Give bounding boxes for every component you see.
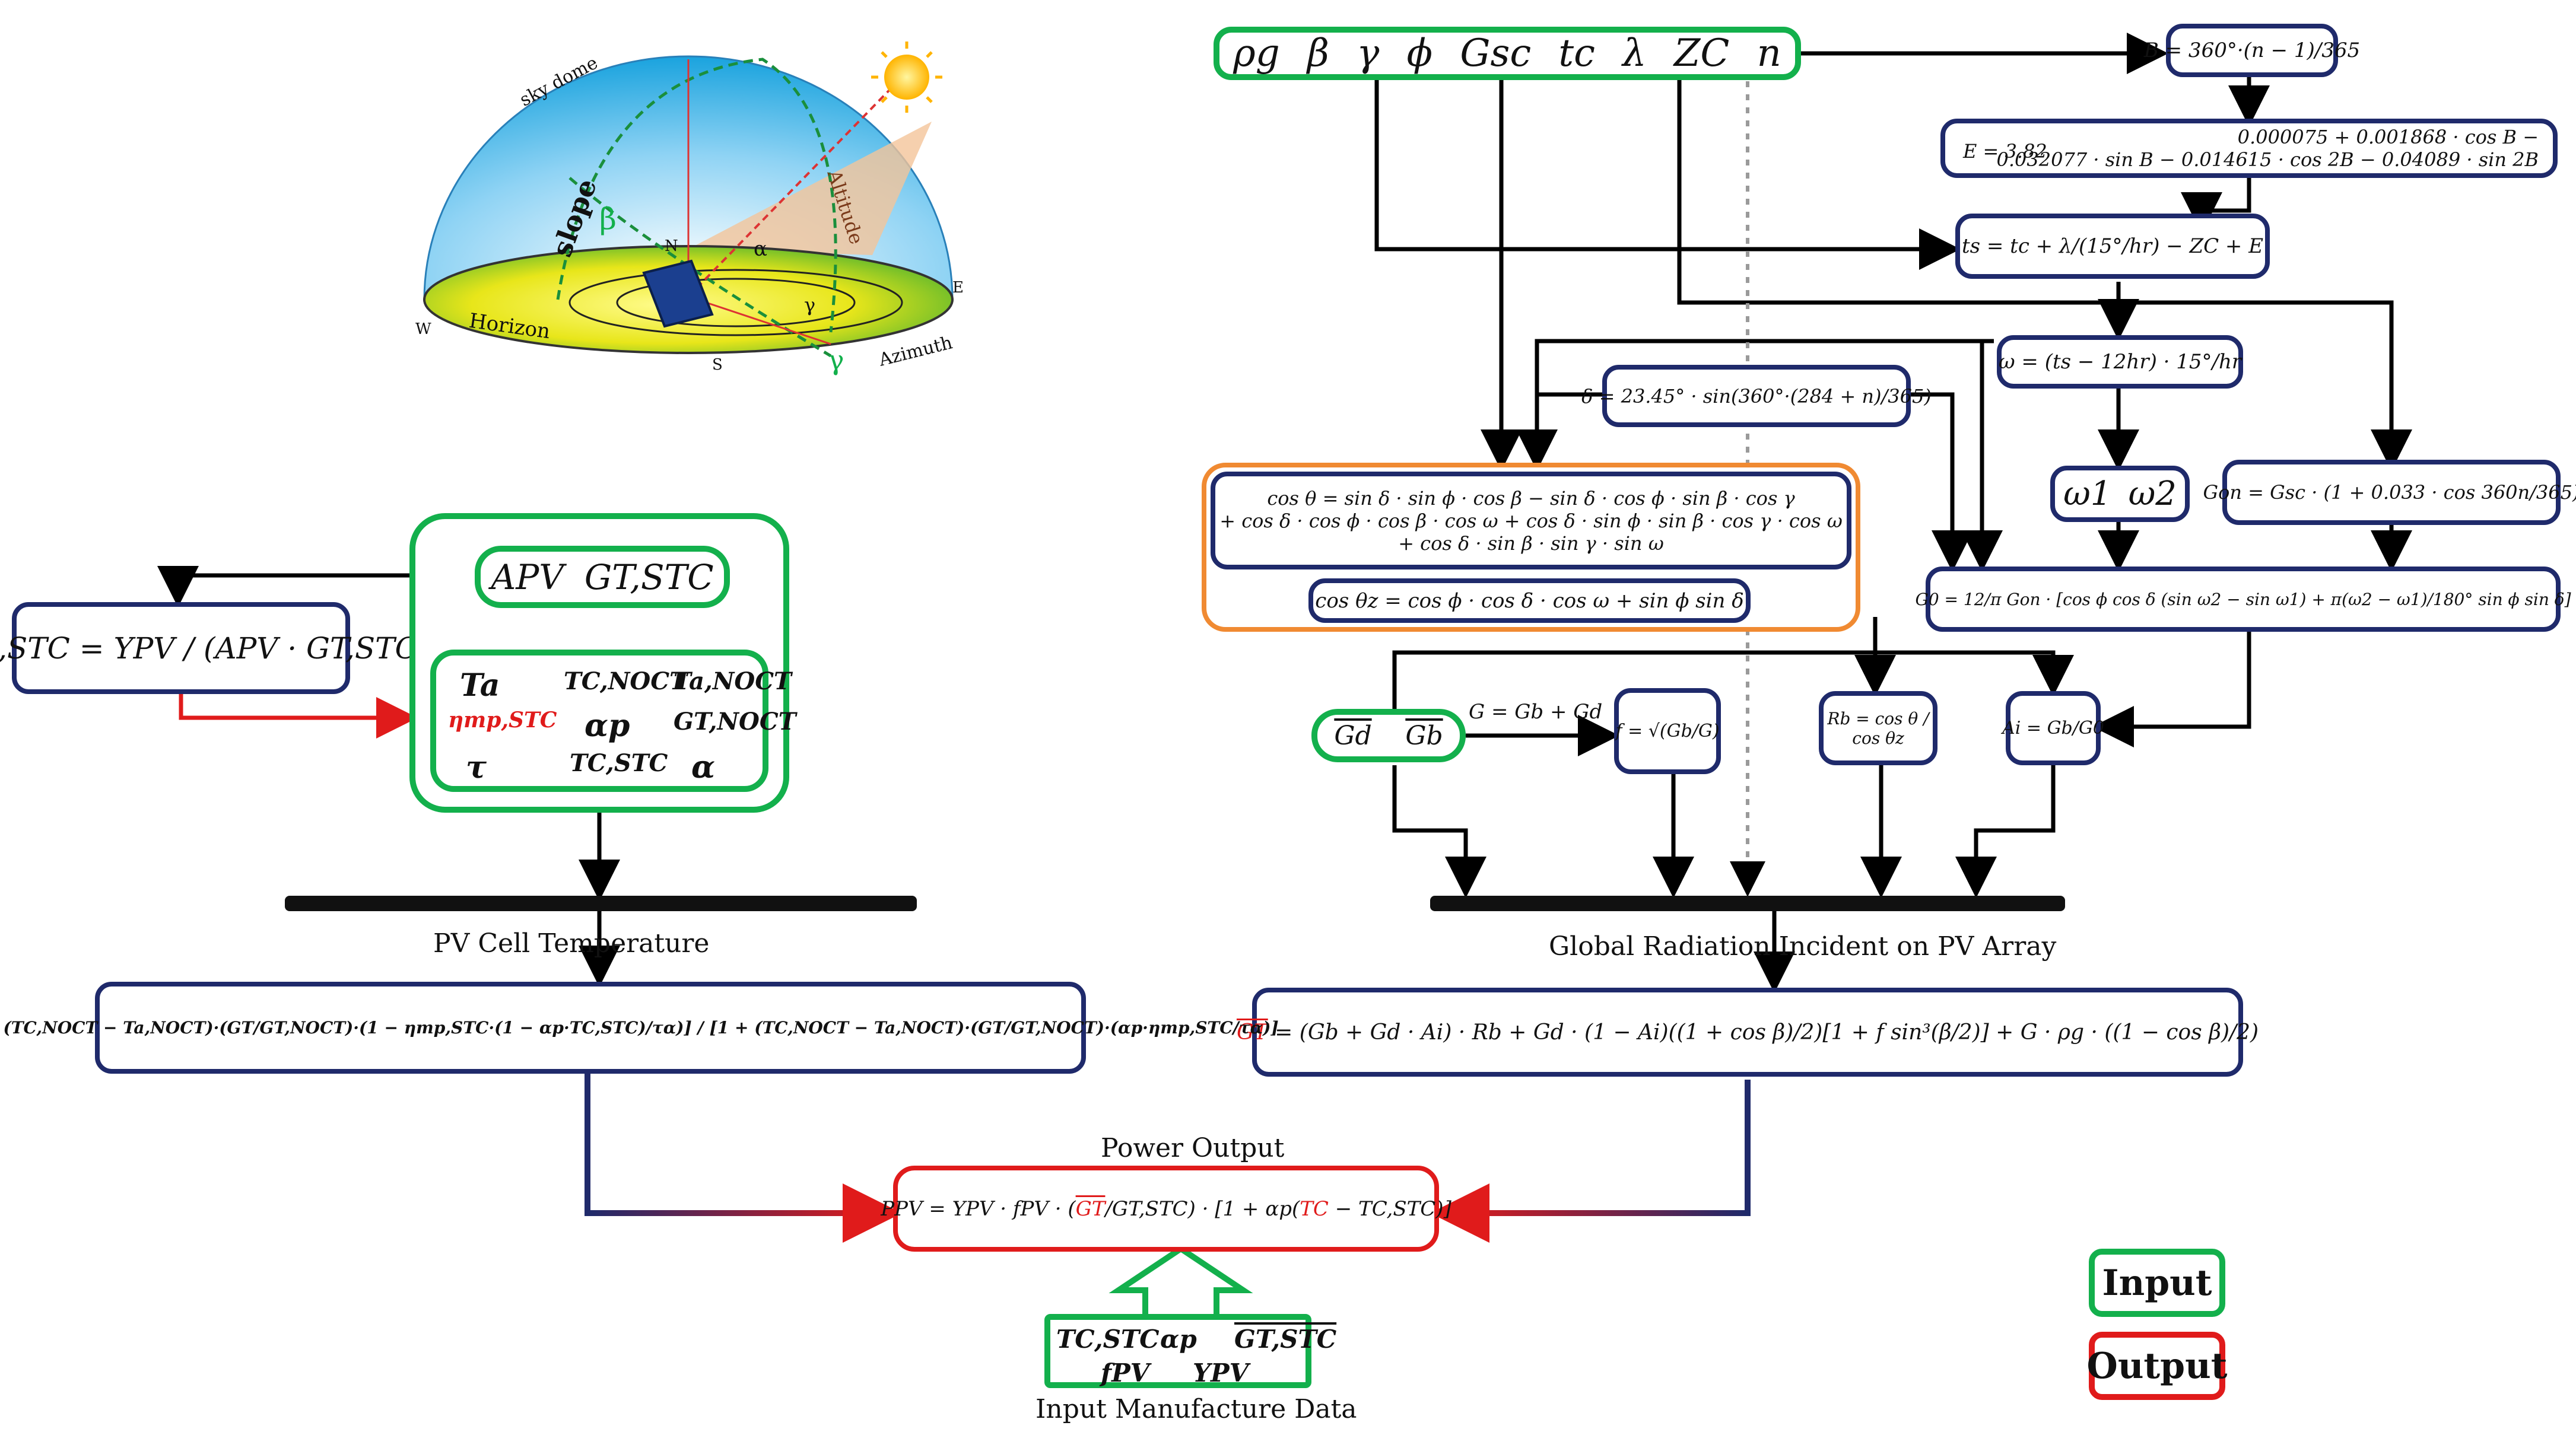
m-f-pv-symbol: fPV xyxy=(1101,1358,1150,1388)
zc-input: ZC xyxy=(1673,31,1730,75)
gon-equation: Gon = Gsc · (1 + 0.033 · cos 360n/365) xyxy=(2203,481,2576,504)
power-output-label: Power Output xyxy=(1101,1133,1285,1163)
west-label: W xyxy=(415,320,431,338)
gamma-s-label: γ xyxy=(804,294,816,316)
alpha-s-label: α xyxy=(754,237,767,261)
ts-equation-box: ts = tc + λ/(15°/hr) − ZC + E xyxy=(1955,214,2270,279)
p-equation-prefix: PPV = YPV · fPV · ( xyxy=(881,1196,1076,1221)
power-output-equation-box: PPV = YPV · fPV · (GT/GT,STC) · [1 + αp(… xyxy=(881,1166,1451,1252)
legend-output-label: Output xyxy=(2086,1345,2228,1387)
b-equation: B = 360°·(n − 1)/365 xyxy=(2143,39,2361,62)
cos-theta-line3: + cos δ · sin β · sin γ · sin ω xyxy=(1398,532,1664,555)
m-y-pv-symbol: YPV xyxy=(1193,1358,1249,1388)
ts-equation: ts = tc + λ/(15°/hr) − ZC + E xyxy=(1961,234,2264,258)
cos-thetaz-equation-box: cos θz = cos ϕ · cos δ · cos ω + sin ϕ s… xyxy=(1308,578,1751,623)
legend-input-label: Input xyxy=(2102,1262,2212,1304)
b-equation-box: B = 360°·(n − 1)/365 xyxy=(2144,24,2360,77)
tc-stc-symbol: TC,STC xyxy=(570,749,668,777)
gt-equation-box: GT = (Gb + Gd · Ai) · Rb + Gd · (1 − Ai)… xyxy=(1237,988,2259,1077)
cos-theta-equation-box: cos θ = sin δ · sin ϕ · cos β − sin δ · … xyxy=(1211,472,1851,569)
north-label: N xyxy=(665,237,678,255)
lambda-input: λ xyxy=(1622,31,1647,75)
beta-input: β xyxy=(1307,31,1329,75)
g-sum-equation: G = Gb + Gd xyxy=(1469,700,1603,724)
radiation-summing-bar xyxy=(1430,896,2065,911)
m-tc-stc-symbol: TC,STC xyxy=(1056,1325,1160,1354)
tc-equation-box: Tc = [Ta + (TC,NOCT − Ta,NOCT)·(GT/GT,NO… xyxy=(0,982,1279,1074)
f-equation-box: f = √(Gb/G) xyxy=(1614,688,1721,774)
cos-theta-line1: cos θ = sin δ · sin ϕ · cos β − sin δ · … xyxy=(1267,486,1795,510)
gt-noct-symbol: GT,NOCT xyxy=(674,708,796,736)
gamma-angle-label: γ xyxy=(828,344,844,376)
manufacture-data-inputs: TC,STC αp GT,STC fPV YPV xyxy=(1044,1314,1336,1388)
east-label: E xyxy=(952,279,964,297)
thermal-inputs: Ta TC,NOCT Ta,NOCT ηmp,STC αp GT,NOCT τ … xyxy=(430,650,796,792)
eta-mp-stc-symbol: ηmp,STC xyxy=(448,708,557,733)
temperature-summing-bar xyxy=(285,896,917,911)
global-radiation-label: Global Radiation Incident on PV Array xyxy=(1549,931,2057,962)
rb-equation-box: Rb = cos θ / cos θz xyxy=(1819,691,1937,765)
ai-equation: Ai = Gb/G0 xyxy=(2002,718,2104,739)
p-equation-suffix: − TC,STC)] xyxy=(1328,1196,1451,1221)
tc-noct-symbol: TC,NOCT xyxy=(564,667,687,695)
delta-equation-box: δ = 23.45° · sin(360°·(284 + n)/365) xyxy=(1581,365,1932,427)
p-equation-mid: /GT,STC) · [1 + αp( xyxy=(1105,1196,1300,1221)
tau-symbol: τ xyxy=(466,749,487,785)
g-t-stc-symbol: GT,STC xyxy=(584,556,714,597)
m-alpha-p-symbol: αp xyxy=(1160,1325,1197,1354)
gd-symbol: Gd xyxy=(1334,720,1372,751)
ta-noct-symbol: Ta,NOCT xyxy=(674,667,792,695)
omega-equation-box: ω = (ts − 12hr) · 15°/hr xyxy=(1997,335,2243,389)
f-equation: f = √(Gb/G) xyxy=(1615,721,1720,742)
area-irradiance-inputs: APV GT,STC xyxy=(475,546,730,608)
gamma-input: γ xyxy=(1357,31,1380,75)
rho-g-input: ρg xyxy=(1233,31,1280,75)
omega2-symbol: ω2 xyxy=(2128,475,2177,513)
cos-thetaz-equation: cos θz = cos ϕ · cos δ · cos ω + sin ϕ s… xyxy=(1315,588,1744,613)
n-input: n xyxy=(1756,31,1781,75)
p-equation-tc: TC xyxy=(1300,1196,1329,1221)
g0-equation-box: G0 = 12/π Gon · [cos ϕ cos δ (sin ω2 − s… xyxy=(1915,567,2571,632)
alpha-p-symbol: αp xyxy=(585,708,630,744)
ai-equation-box: Ai = Gb/G0 xyxy=(2002,691,2104,765)
legend-input: Input xyxy=(2089,1249,2225,1317)
delta-equation: δ = 23.45° · sin(360°·(284 + n)/365) xyxy=(1581,384,1932,408)
omega-equation: ω = (ts − 12hr) · 15°/hr xyxy=(1998,350,2242,374)
south-label: S xyxy=(712,356,723,374)
e-equation-box: E = 3.82 0.000075 + 0.001868 · cos B − 0… xyxy=(1940,119,2558,178)
legend-output: Output xyxy=(2086,1332,2228,1400)
pv-cell-temperature-label: PV Cell Temperature xyxy=(433,928,710,959)
rb-equation: Rb = cos θ / cos θz xyxy=(1827,708,1929,748)
cos-theta-line2: + cos δ · cos ϕ · cos β · cos ω + cos δ … xyxy=(1219,509,1843,532)
g0-equation: G0 = 12/π Gon · [cos ϕ cos δ (sin ω2 − s… xyxy=(1915,589,2571,609)
p-equation-gt: GT xyxy=(1075,1196,1106,1221)
gt-output-symbol: GT xyxy=(1236,1020,1268,1045)
e-equation-prefix: E = 3.82 xyxy=(1963,140,2047,163)
gsc-input: Gsc xyxy=(1460,31,1532,75)
e-equation-line2: 0.032077 · sin B − 0.014615 · cos 2B − 0… xyxy=(1996,148,2539,171)
top-input-parameters: ρg β γ ϕ Gsc tc λ ZC n xyxy=(1214,27,1801,80)
beta-angle-label: β xyxy=(599,202,617,236)
eta-equation-box: ηmp,STC = YPV / (APV · GT,STC) xyxy=(0,602,429,694)
omega12-box: ω1 ω2 xyxy=(2050,466,2190,522)
ta-symbol: Ta xyxy=(460,667,500,704)
input-manufacture-label: Input Manufacture Data xyxy=(1036,1394,1357,1424)
gb-symbol: Gb xyxy=(1405,720,1443,751)
phi-input: ϕ xyxy=(1406,31,1433,75)
omega1-symbol: ω1 xyxy=(2063,475,2112,513)
m-gt-stc-symbol: GT,STC xyxy=(1234,1325,1337,1354)
a-pv-symbol: APV xyxy=(491,556,564,597)
eta-equation: ηmp,STC = YPV / (APV · GT,STC) xyxy=(0,631,430,666)
gd-gb-inputs: Gd Gb xyxy=(1311,709,1466,762)
tc-input: tc xyxy=(1558,31,1595,75)
gon-equation-box: Gon = Gsc · (1 + 0.033 · cos 360n/365) xyxy=(2203,460,2576,525)
tc-equation: = [Ta + (TC,NOCT − Ta,NOCT)·(GT/GT,NOCT)… xyxy=(0,1018,1279,1038)
alpha-symbol: α xyxy=(691,749,716,785)
e-equation-line1: 0.000075 + 0.001868 · cos B − xyxy=(2237,126,2539,148)
gt-equation: = (Gb + Gd · Ai) · Rb + Gd · (1 − Ai)((1… xyxy=(1268,1020,2259,1045)
